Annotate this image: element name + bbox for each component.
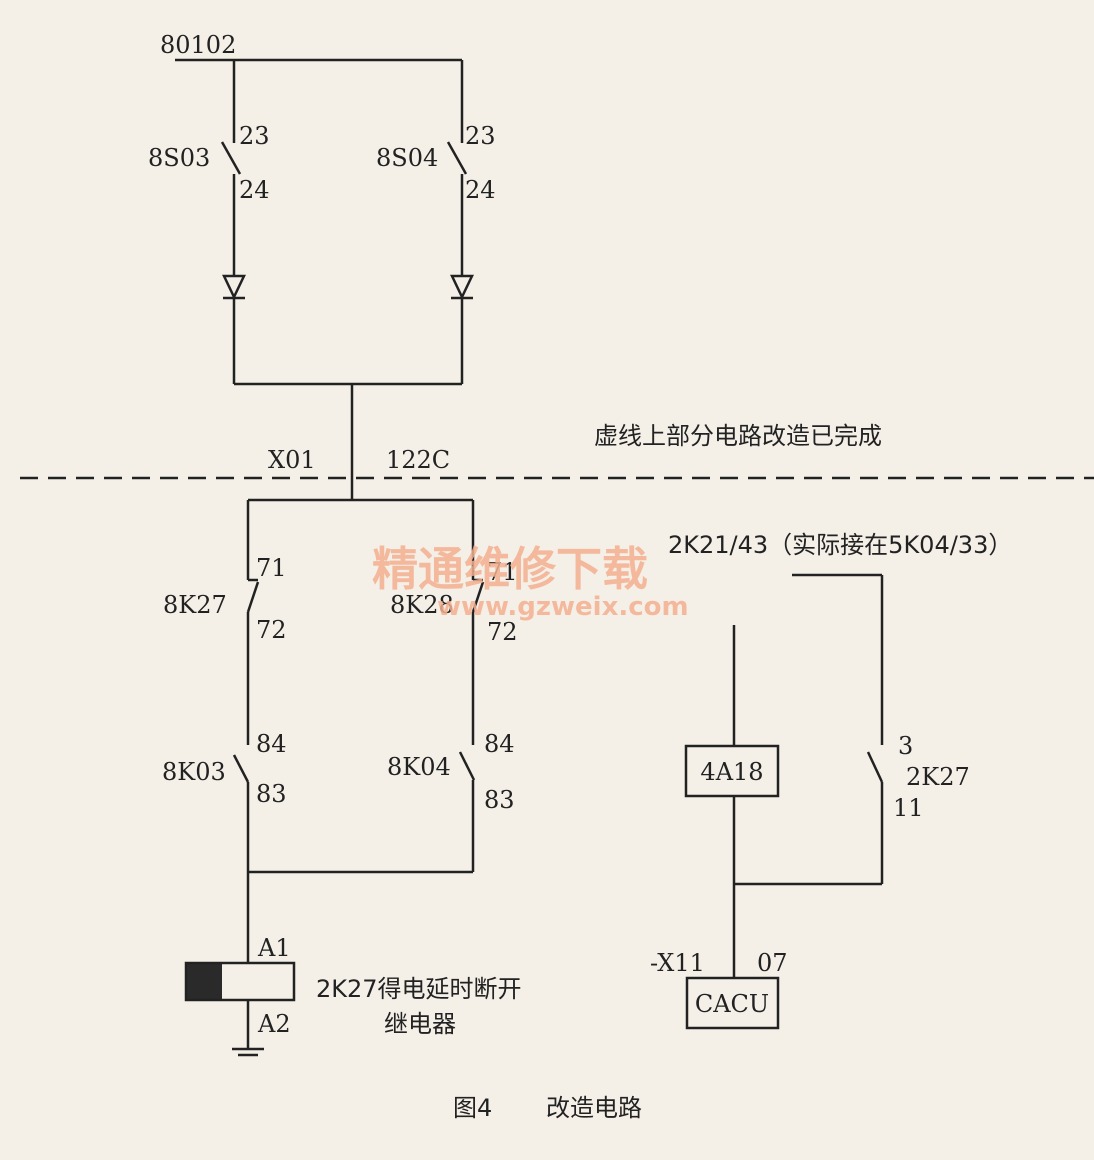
terminal-07: 07: [757, 949, 788, 977]
contact-label-2k21: 2K21/43（实际接在5K04/33）: [668, 531, 1012, 559]
caption-figure-number: 图4: [453, 1094, 492, 1122]
terminal-3: 3: [898, 732, 913, 760]
contact-8k27: [246, 578, 260, 745]
terminal-23-left: 23: [239, 122, 270, 150]
caption-title: 改造电路: [546, 1094, 642, 1122]
top-bus: [175, 58, 464, 140]
watermark-url: www.gzweix.com: [437, 592, 689, 622]
terminal-84-left: 84: [256, 730, 287, 758]
relay-description-line1: 2K27得电延时断开: [316, 975, 522, 1003]
terminal-84-right: 84: [484, 730, 515, 758]
terminal-83-left: 83: [256, 780, 287, 808]
terminal-a1: A1: [257, 934, 291, 962]
watermark-title: 精通维修下载: [372, 542, 648, 596]
terminal-71-right: 71: [487, 558, 518, 586]
box-cacu-label: CACU: [695, 990, 769, 1018]
node-label-x01: X01: [268, 446, 316, 474]
contact-label-8k27: 8K27: [163, 591, 227, 619]
terminal-24-right: 24: [465, 176, 496, 204]
contact-8k04: [458, 751, 476, 872]
contact-label-8k28: 8K28: [390, 591, 454, 619]
switch-label-8s03: 8S03: [148, 144, 210, 172]
relay-description-line2: 继电器: [384, 1010, 456, 1038]
terminal-71-left: 71: [256, 554, 287, 582]
diode-right-icon: [450, 274, 474, 384]
lower-junction: [246, 870, 473, 963]
terminal-72-right: 72: [487, 618, 518, 646]
contact-8k28: [471, 578, 485, 745]
contact-label-8k04: 8K04: [387, 753, 451, 781]
terminal-83-right: 83: [484, 786, 515, 814]
contact-label-2k27: 2K27: [906, 763, 970, 791]
upper-junction: [234, 382, 462, 500]
switch-label-8s04: 8S04: [376, 144, 438, 172]
right-loop-wire: [792, 573, 884, 745]
node-label-122c: 122C: [386, 446, 450, 474]
contact-8k03: [232, 754, 250, 872]
contact-2k27: [734, 751, 884, 886]
box-4a18: 4A18: [684, 744, 780, 798]
bus-label-80102: 80102: [160, 31, 236, 59]
terminal-11: 11: [893, 794, 924, 822]
lower-bus: [246, 498, 475, 580]
terminal-24-left: 24: [239, 176, 270, 204]
terminal-x11: -X11: [650, 949, 705, 977]
box-cacu: CACU: [685, 976, 780, 1030]
switch-8s04: [446, 140, 468, 276]
switch-8s03: [220, 140, 242, 276]
terminal-a2: A2: [257, 1010, 291, 1038]
upper-section-note: 虚线上部分电路改造已完成: [594, 422, 882, 450]
box-4a18-label: 4A18: [700, 758, 763, 786]
contact-label-8k03: 8K03: [162, 758, 226, 786]
relay-coil-2k27-icon: [184, 961, 296, 1048]
terminal-23-right: 23: [465, 122, 496, 150]
terminal-72-left: 72: [256, 616, 287, 644]
diode-left-icon: [222, 274, 246, 384]
ground-icon: [232, 1047, 264, 1057]
